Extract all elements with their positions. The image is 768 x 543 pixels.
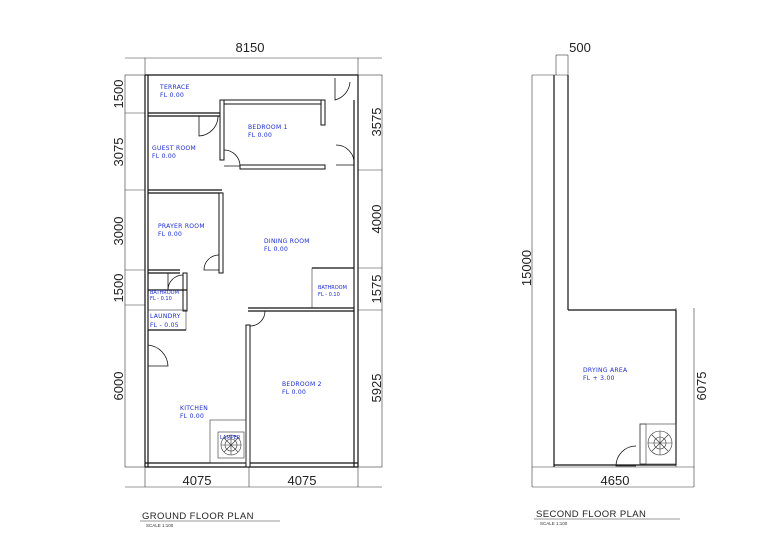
gf-room-prayer-level: FL 0.00	[158, 231, 182, 238]
gf-room-terrace: TERRACE	[159, 84, 190, 91]
gf-room-bedroom2-level: FL 0.00	[282, 389, 306, 396]
gf-dim-right-3: 1575	[369, 275, 384, 304]
sf-lamper-symbol	[639, 423, 677, 465]
gf-room-bath-left: BATHROOM	[150, 290, 179, 296]
gf-room-bath-right-level: FL - 0.10	[318, 292, 340, 298]
gf-title: GROUND FLOOR PLAN	[142, 511, 254, 522]
gf-room-dining-level: FL 0.00	[264, 246, 288, 253]
gf-dim-left-2: 3075	[111, 138, 126, 167]
sf-dim-bottom: 4650	[601, 473, 630, 488]
gf-room-bedroom2: BEDROOM 2	[282, 381, 322, 388]
gf-dim-bottom-2: 4075	[288, 473, 317, 488]
gf-dim-left-5: 6000	[111, 372, 126, 401]
gf-room-kitchen-level: FL 0.00	[180, 413, 204, 420]
gf-room-kitchen: KITCHEN	[180, 405, 208, 412]
sf-dim-top: 500	[569, 40, 591, 55]
gf-dim-right-4: 5925	[369, 374, 384, 403]
gf-room-bath-right: BATHROOM	[318, 285, 347, 291]
gf-room-bath-left-level: FL - 0.10	[150, 296, 172, 302]
sf-scale: SCALE 1:100	[540, 521, 568, 526]
gf-room-prayer: PRAYER ROOM	[158, 223, 205, 230]
gf-room-lamper: LAMPER	[220, 435, 241, 441]
gf-room-bedroom1: BEDROOM 1	[248, 124, 288, 131]
gf-dim-left-4: 1500	[111, 274, 126, 303]
gf-room-laundry-level: FL - 0.05	[150, 322, 179, 329]
sf-room-drying: DRYING AREA	[583, 367, 628, 374]
gf-room-dining: DINING ROOM	[264, 238, 310, 245]
gf-dim-left-1: 1500	[111, 80, 126, 109]
gf-room-guest: GUEST ROOM	[152, 145, 196, 152]
sf-dim-left: 15000	[519, 250, 534, 286]
gf-dim-top: 8150	[236, 40, 265, 55]
gf-dim-bottom-1: 4075	[183, 473, 212, 488]
gf-room-bedroom1-level: FL 0.00	[248, 132, 272, 139]
gf-dim-right-1: 3575	[369, 108, 384, 137]
gf-scale: SCALE 1:100	[146, 523, 174, 528]
gf-lamper-symbol	[217, 431, 245, 459]
sf-room-drying-level: FL + 3.00	[583, 375, 615, 382]
sf-dim-right: 6075	[694, 372, 709, 401]
second-floor-plan: 500 15000 6075 4650 DRYING AREA FL + 3.0…	[519, 40, 709, 526]
gf-room-laundry: LAUNDRY	[150, 313, 181, 320]
gf-room-terrace-level: FL 0.00	[160, 92, 184, 99]
gf-room-guest-level: FL 0.00	[152, 153, 176, 160]
gf-dim-left-3: 3000	[111, 217, 126, 246]
sf-title: SECOND FLOOR PLAN	[536, 509, 646, 520]
gf-dim-right-2: 4000	[369, 205, 384, 234]
ground-floor-plan: 8150 1500 3075 3000 1500 6000 3575 4000 …	[111, 40, 384, 528]
